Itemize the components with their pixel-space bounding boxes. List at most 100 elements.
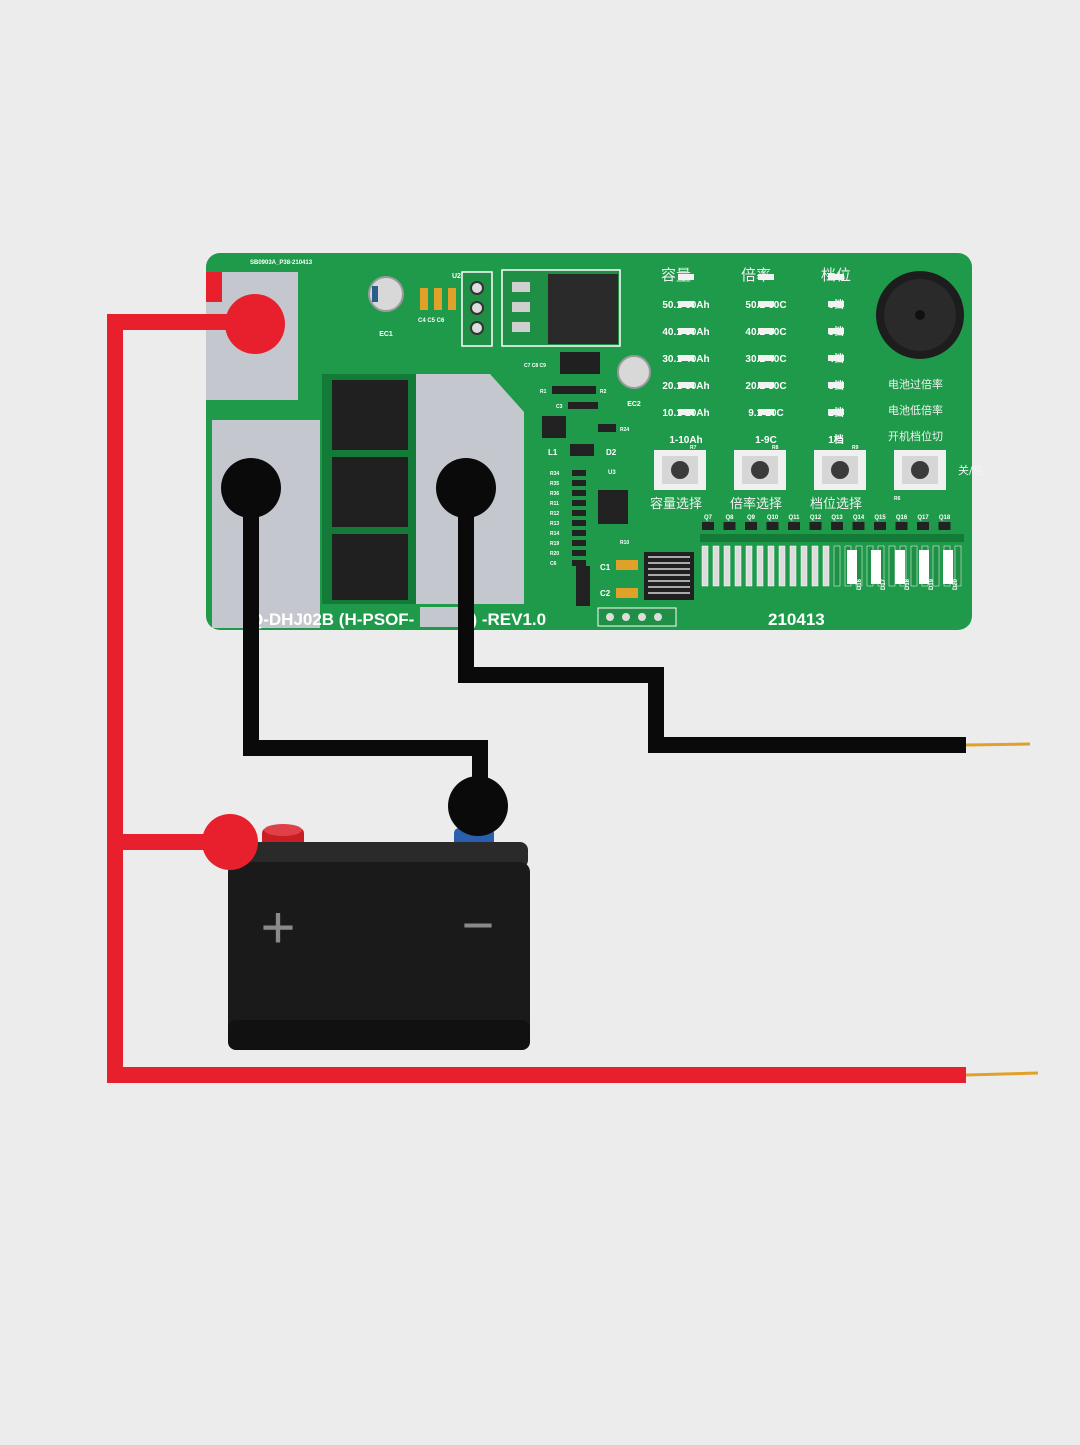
resistor bbox=[572, 490, 586, 496]
resistor-ref: C6 bbox=[550, 561, 557, 567]
transistor bbox=[723, 522, 736, 530]
model-suffix: 1) -REV1.0 bbox=[462, 610, 546, 629]
rate-led bbox=[758, 274, 774, 280]
resistor-pad bbox=[811, 545, 819, 587]
ref-c2: C2 bbox=[600, 589, 611, 598]
transistor bbox=[895, 522, 908, 530]
led bbox=[895, 550, 905, 584]
led-ref: D19 bbox=[929, 578, 935, 590]
resistor-pad bbox=[822, 545, 830, 587]
resistor-pad bbox=[701, 545, 709, 587]
led bbox=[847, 550, 857, 584]
transistor-ref: Q15 bbox=[874, 515, 886, 521]
gear-led bbox=[828, 355, 844, 361]
led bbox=[943, 550, 953, 584]
ref-d2: D2 bbox=[606, 448, 617, 457]
resistor-pad bbox=[745, 545, 753, 587]
button-label: 倍率选择 bbox=[730, 496, 782, 512]
mosfet-3 bbox=[332, 534, 408, 600]
resistor-ref: R12 bbox=[550, 511, 559, 517]
ic-small bbox=[560, 352, 600, 374]
capacitor-ec2 bbox=[617, 355, 651, 389]
voltage-regulator bbox=[548, 274, 618, 344]
resistor-ref: R11 bbox=[550, 501, 559, 507]
resistor-pad bbox=[756, 545, 764, 587]
ref-c7-c9: C7 C8 C9 bbox=[524, 363, 546, 369]
black-probe-tip bbox=[965, 742, 1031, 747]
status-label: 电池低倍率 bbox=[888, 403, 943, 417]
resistor-pad bbox=[888, 545, 896, 587]
black-wire-output bbox=[458, 488, 966, 753]
resistor-pad bbox=[723, 545, 731, 587]
transistor-ref: Q16 bbox=[896, 515, 908, 521]
button-row bbox=[654, 450, 946, 490]
ref-ec1: EC1 bbox=[379, 331, 393, 338]
ref-r10: R10 bbox=[620, 540, 629, 546]
black-junction-battery bbox=[448, 776, 508, 836]
resistor-ref: R34 bbox=[550, 471, 559, 477]
rate-led bbox=[758, 301, 774, 307]
resistor-pad bbox=[734, 545, 742, 587]
capacity-value: 1-10Ah bbox=[669, 435, 702, 446]
resistor bbox=[572, 560, 586, 566]
capacity-led bbox=[678, 382, 694, 388]
transistor-ref: Q14 bbox=[853, 515, 865, 521]
capacity-led bbox=[678, 301, 694, 307]
led-ref: D18 bbox=[905, 578, 911, 590]
rate-value: 1-9C bbox=[755, 435, 777, 446]
led-ref: D17 bbox=[881, 578, 887, 590]
model-label: Q-DHJ02B (H-PSOF- bbox=[250, 610, 414, 629]
mosfet-column bbox=[322, 374, 416, 604]
transistor-ref: Q9 bbox=[747, 515, 756, 521]
resistor-ref: R13 bbox=[550, 521, 559, 527]
gear-led bbox=[828, 382, 844, 388]
resistor-ref: R20 bbox=[550, 551, 559, 557]
transistor bbox=[702, 522, 714, 530]
ref-r24: R24 bbox=[620, 427, 629, 433]
transistor bbox=[831, 522, 843, 530]
battery: + − bbox=[228, 824, 530, 1050]
resistor-pad bbox=[910, 545, 918, 587]
transistor bbox=[874, 522, 886, 530]
pcb-board: SB0903A_P38-210413 EC1 C4 C5 C6 U2 C7 C8… bbox=[206, 253, 984, 630]
transistor-ref: Q10 bbox=[767, 515, 779, 521]
battery-plus-symbol: + bbox=[260, 894, 295, 961]
b-minus-pad bbox=[212, 420, 320, 628]
resistor-pad bbox=[833, 545, 841, 587]
capacity-led bbox=[678, 274, 694, 280]
resistor-pad bbox=[954, 545, 962, 587]
rate-column: 50.1-60C40.1-50C30.1-40C20.1-30C9.1-20C1… bbox=[745, 274, 787, 446]
ic-u3 bbox=[598, 490, 628, 524]
rate-led bbox=[758, 409, 774, 415]
resistor-pad bbox=[778, 545, 786, 587]
ref-r9: R9 bbox=[852, 445, 859, 451]
resistor-ref: R35 bbox=[550, 481, 559, 487]
resistor bbox=[572, 480, 586, 486]
transistor bbox=[766, 522, 779, 530]
red-wire-main bbox=[107, 314, 966, 1083]
button-label: 容量选择 bbox=[650, 496, 702, 512]
battery-body bbox=[228, 862, 530, 1050]
capacity-led bbox=[678, 328, 694, 334]
resistor-pad bbox=[712, 545, 720, 587]
transistor-ref: Q13 bbox=[831, 515, 843, 521]
gear-led bbox=[828, 409, 844, 415]
transistor-ref: Q7 bbox=[704, 515, 713, 521]
mosfet-1 bbox=[332, 380, 408, 450]
transistor-ref: Q11 bbox=[788, 515, 800, 521]
ref-u3: U3 bbox=[608, 470, 616, 476]
gear-column: 6档5档4档3档2档1档 bbox=[828, 274, 844, 446]
transistor bbox=[917, 522, 929, 530]
resistor bbox=[572, 530, 586, 536]
transistor-ref: Q18 bbox=[939, 515, 951, 521]
ref-c1: C1 bbox=[600, 563, 611, 572]
transistor bbox=[852, 522, 865, 530]
date-code: 210413 bbox=[768, 610, 825, 629]
transistor bbox=[809, 522, 822, 530]
capacity-led bbox=[678, 409, 694, 415]
mosfet-2 bbox=[332, 457, 408, 527]
gear-led bbox=[828, 328, 844, 334]
